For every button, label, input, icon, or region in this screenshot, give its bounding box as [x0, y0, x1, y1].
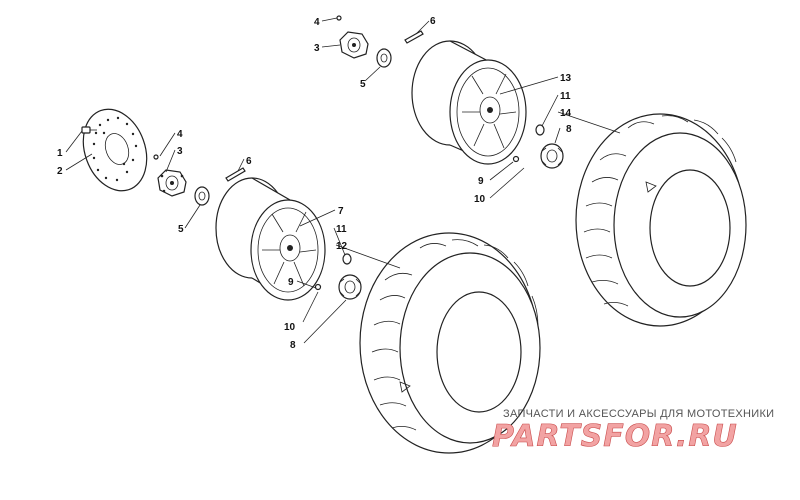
- rear-cotter-pin: [404, 30, 424, 44]
- label-1: 1: [57, 148, 63, 159]
- label-7: 7: [338, 206, 344, 217]
- front-cotter-pin: [225, 167, 246, 182]
- label-6-front: 6: [246, 156, 252, 167]
- front-stud: [153, 154, 159, 160]
- disc-bolt: [81, 126, 97, 134]
- label-4-rear: 4: [314, 17, 320, 28]
- front-spacer: [194, 186, 210, 206]
- label-14: 14: [560, 108, 572, 119]
- label-8-front: 8: [290, 340, 296, 351]
- watermark: ЗАПЧАСТИ И АКСЕССУАРЫ ДЛЯ МОТОТЕХНИКИ PA…: [492, 408, 774, 454]
- rear-rim: [411, 40, 527, 165]
- front-hub: [157, 169, 187, 197]
- label-4-front: 4: [177, 129, 183, 140]
- label-12: 12: [336, 241, 348, 252]
- rear-stud: [336, 15, 342, 21]
- rear-cap-nut: [540, 143, 564, 169]
- label-11-front: 11: [336, 224, 347, 235]
- rear-valve: [512, 155, 520, 163]
- watermark-logo: PARTSFOR.RU: [492, 419, 738, 454]
- rear-hub: [339, 31, 369, 59]
- front-lug-nut: [342, 253, 352, 265]
- label-11-rear: 11: [560, 91, 571, 102]
- callout-labels: 1 2 4 3 5 6 7 11 12 9 10 8 4 3 5 6 13 11…: [57, 16, 572, 351]
- label-8-rear: 8: [566, 124, 572, 135]
- label-3-rear: 3: [314, 43, 320, 54]
- label-5-front: 5: [178, 224, 184, 235]
- leader-lines: [65, 17, 621, 344]
- label-9-rear: 9: [478, 176, 484, 187]
- front-tire: [359, 232, 541, 454]
- rear-tire: [575, 113, 747, 327]
- brake-disc: [82, 108, 148, 192]
- label-6-rear: 6: [430, 16, 436, 27]
- front-cap-nut: [338, 274, 362, 300]
- front-valve: [314, 283, 322, 291]
- front-rim: [215, 177, 326, 301]
- label-5-rear: 5: [360, 79, 366, 90]
- label-3-front: 3: [177, 146, 183, 157]
- label-13: 13: [560, 73, 572, 84]
- rear-spacer: [376, 48, 392, 68]
- rear-lug-nut: [535, 124, 545, 136]
- label-9-front: 9: [288, 277, 294, 288]
- label-10-front: 10: [284, 322, 296, 333]
- label-10-rear: 10: [474, 194, 486, 205]
- label-2: 2: [57, 166, 63, 177]
- watermark-caption: ЗАПЧАСТИ И АКСЕССУАРЫ ДЛЯ МОТОТЕХНИКИ: [503, 408, 774, 420]
